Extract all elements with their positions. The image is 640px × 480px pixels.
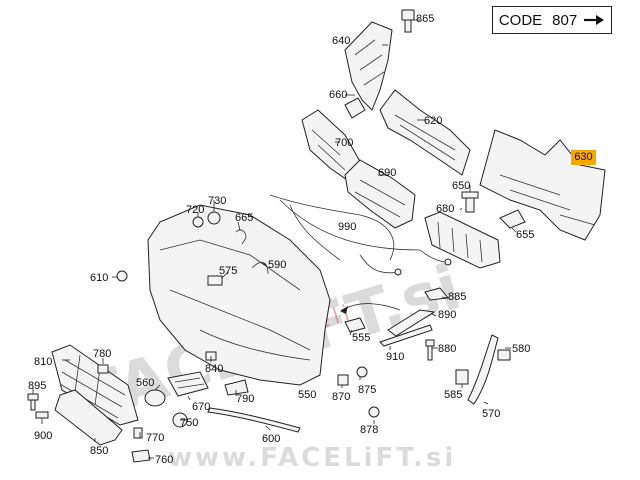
label-880: 880 bbox=[438, 343, 456, 355]
label-730: 730 bbox=[208, 195, 226, 207]
part-580-clip bbox=[497, 349, 511, 361]
label-780: 780 bbox=[93, 348, 111, 360]
part-900-clip bbox=[35, 411, 49, 419]
part-990-harness bbox=[269, 194, 452, 276]
label-840: 840 bbox=[205, 363, 223, 375]
label-580: 580 bbox=[512, 343, 530, 355]
code-box: CODE 807 bbox=[492, 6, 612, 34]
part-620-bracket bbox=[379, 89, 471, 176]
part-910-trim bbox=[379, 324, 433, 347]
label-760: 760 bbox=[155, 454, 173, 466]
leader-lines bbox=[32, 19, 517, 459]
part-670-fog-grille bbox=[167, 371, 209, 397]
part-650-stud bbox=[461, 191, 479, 213]
label-630-highlighted: 630 bbox=[571, 150, 596, 165]
part-865-bolt bbox=[401, 9, 415, 33]
part-660-clip bbox=[344, 97, 366, 119]
part-655-bracket bbox=[499, 209, 526, 229]
part-590-hose bbox=[251, 261, 269, 275]
part-810-grille bbox=[51, 344, 139, 426]
part-690-absorber bbox=[344, 159, 416, 229]
assembly-arrowhead bbox=[340, 306, 348, 314]
label-585: 585 bbox=[444, 389, 462, 401]
label-720: 720 bbox=[186, 204, 204, 216]
part-780-clip bbox=[97, 364, 109, 374]
part-850-plate bbox=[54, 389, 123, 446]
part-585-bracket bbox=[455, 369, 469, 385]
label-660: 660 bbox=[329, 89, 347, 101]
label-690: 690 bbox=[378, 167, 396, 179]
part-665-clip bbox=[235, 229, 247, 245]
part-555-molding bbox=[344, 317, 366, 333]
label-560: 560 bbox=[136, 377, 154, 389]
label-990: 990 bbox=[338, 221, 356, 233]
label-670: 670 bbox=[192, 401, 210, 413]
part-575-bracket bbox=[207, 275, 223, 286]
label-590: 590 bbox=[268, 259, 286, 271]
label-878: 878 bbox=[360, 424, 378, 436]
part-760-bracket bbox=[131, 449, 151, 463]
part-680-grille bbox=[424, 211, 501, 269]
part-770-bolt bbox=[133, 427, 143, 439]
label-665: 665 bbox=[235, 212, 253, 224]
part-878-clip bbox=[368, 406, 380, 418]
label-885: 885 bbox=[448, 291, 466, 303]
part-870-nut bbox=[337, 374, 349, 386]
code-number: 807 bbox=[552, 11, 578, 29]
label-910: 910 bbox=[386, 351, 404, 363]
label-890: 890 bbox=[438, 309, 456, 321]
label-700: 700 bbox=[335, 137, 353, 149]
label-770: 770 bbox=[146, 432, 164, 444]
label-650: 650 bbox=[452, 180, 470, 192]
code-label: CODE bbox=[498, 11, 543, 29]
right-arrow-icon bbox=[584, 15, 605, 25]
part-875-cap bbox=[356, 366, 368, 378]
part-790-bracket bbox=[224, 379, 249, 396]
label-850: 850 bbox=[90, 445, 108, 457]
part-895-screw bbox=[27, 393, 39, 411]
watermark-footer: www.FACELiFT.si bbox=[168, 443, 456, 473]
part-570-rail bbox=[467, 334, 499, 405]
label-900: 900 bbox=[34, 430, 52, 442]
label-750: 750 bbox=[180, 417, 198, 429]
label-550: 550 bbox=[298, 389, 316, 401]
part-bumper-cover bbox=[147, 204, 331, 386]
part-640-bracket bbox=[344, 21, 393, 111]
part-890-strip bbox=[387, 309, 436, 337]
label-570: 570 bbox=[482, 408, 500, 420]
label-555: 555 bbox=[352, 332, 370, 344]
part-630-bracket bbox=[479, 129, 606, 241]
label-875: 875 bbox=[358, 384, 376, 396]
part-600-strip bbox=[207, 407, 301, 433]
label-620: 620 bbox=[424, 115, 442, 127]
part-labels: 865 640 660 620 700 690 650 680 655 730 … bbox=[28, 13, 534, 466]
label-655: 655 bbox=[516, 229, 534, 241]
label-870: 870 bbox=[332, 391, 350, 403]
label-610: 610 bbox=[90, 272, 108, 284]
part-720-730-sensors bbox=[192, 211, 221, 228]
label-810: 810 bbox=[34, 356, 52, 368]
label-895: 895 bbox=[28, 380, 46, 392]
label-790: 790 bbox=[236, 393, 254, 405]
label-865: 865 bbox=[416, 13, 434, 25]
label-680: 680 bbox=[436, 203, 454, 215]
label-640: 640 bbox=[332, 35, 350, 47]
part-560-ring bbox=[144, 389, 166, 407]
part-880-screw bbox=[425, 339, 435, 361]
label-575: 575 bbox=[219, 265, 237, 277]
part-610-cap bbox=[116, 270, 128, 282]
label-600: 600 bbox=[262, 433, 280, 445]
